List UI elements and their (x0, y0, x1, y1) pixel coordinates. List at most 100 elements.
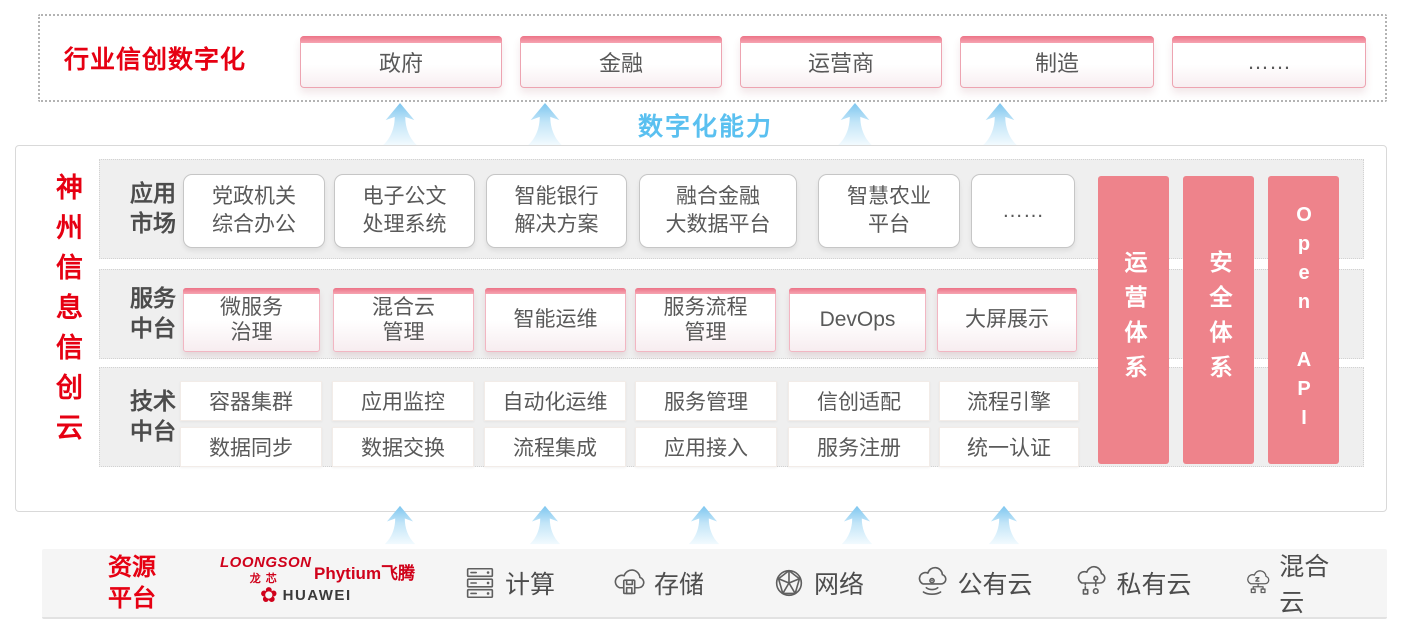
row-label-service-platform: 服务 中台 (130, 285, 176, 341)
platform-title-vertical: 神州信息信创云 (52, 173, 82, 453)
private-cloud-icon (1077, 565, 1106, 595)
compute-icon (466, 567, 494, 599)
industry-box-manufacturing: 制造 (960, 36, 1154, 88)
phytium-logo: Phytium飞腾 (314, 564, 416, 583)
box-accent (635, 288, 776, 294)
service-label: 大屏展示 (965, 308, 1049, 332)
up-arrow-icon (529, 505, 561, 545)
box-accent (740, 36, 942, 43)
app-box: 融合金融 大数据平台 (639, 174, 797, 248)
tech-box: 数据同步 (180, 427, 322, 467)
industry-label: …… (1247, 49, 1291, 74)
tech-box: 流程引擎 (939, 381, 1079, 421)
up-arrow-icon (688, 505, 720, 545)
resource-item-label: 存储 (653, 571, 705, 599)
tech-box: 应用监控 (332, 381, 474, 421)
box-accent (520, 36, 722, 43)
industry-label: 金融 (598, 51, 643, 76)
box-accent (1172, 36, 1366, 43)
service-box: DevOps (789, 288, 926, 352)
app-box: 党政机关 综合办公 (183, 174, 325, 248)
huawei-logo: ✿ HUAWEI (260, 585, 352, 606)
tech-box: 服务注册 (788, 427, 930, 467)
tech-box: 容器集群 (180, 381, 322, 421)
service-label: 服务流程 管理 (663, 295, 748, 344)
huawei-wordmark: HUAWEI (282, 587, 352, 604)
resource-item-label: 公有云 (957, 571, 1033, 599)
huawei-flower-icon: ✿ (260, 584, 278, 607)
service-box: 混合云 管理 (333, 288, 474, 352)
box-accent (789, 288, 926, 294)
row-service-platform: 服务 中台 微服务 治理 混合云 管理 智能运维 服务流程 管理 DevOps … (99, 269, 1364, 359)
resource-item-storage: 存储 (610, 549, 704, 617)
storage-icon (614, 569, 645, 595)
resource-item-label: 网络 (813, 571, 865, 599)
tech-box: 服务管理 (635, 381, 777, 421)
pillar-security-system: 安全体系 (1183, 176, 1254, 464)
industry-box-operator: 运营商 (740, 36, 942, 88)
app-box: 智慧农业 平台 (818, 174, 960, 248)
up-arrow-icon (383, 102, 417, 146)
box-accent (183, 288, 320, 294)
tech-box: 统一认证 (939, 427, 1079, 467)
row-label-tech-platform: 技术 中台 (130, 388, 176, 444)
box-accent (937, 288, 1077, 294)
tech-box: 信创适配 (788, 381, 930, 421)
public-cloud-icon (918, 566, 947, 595)
app-box: 智能银行 解决方案 (486, 174, 627, 248)
tech-box: 数据交换 (332, 427, 474, 467)
tech-box: 应用接入 (635, 427, 777, 467)
network-icon (775, 569, 803, 597)
service-label: 混合云 管理 (372, 295, 435, 344)
app-box-more: …… (971, 174, 1075, 248)
resource-item-hybrid-cloud: 混合云 (1243, 549, 1339, 617)
app-box: 电子公文 处理系统 (334, 174, 475, 248)
capability-label: 数字化能力 (638, 113, 774, 141)
industry-digitalization-panel: 行业信创数字化 政府 金融 运营商 制造 …… (38, 14, 1387, 102)
resource-platform-panel: 资源 平台 LOONGSON 龙芯 Phytium飞腾 ✿ HUAWEI 计算 … (42, 549, 1387, 619)
industry-box-government: 政府 (300, 36, 502, 88)
up-arrow-icon (983, 102, 1017, 146)
up-arrow-icon (841, 505, 873, 545)
industry-label: 制造 (1034, 51, 1079, 76)
resource-item-label: 私有云 (1116, 571, 1192, 599)
loongson-cn-label: 龙芯 (249, 573, 282, 585)
pillar-operation-system: 运营体系 (1098, 176, 1169, 464)
up-arrow-icon (528, 102, 562, 146)
resource-item-private-cloud: 私有云 (1072, 549, 1192, 617)
service-label: DevOps (819, 308, 896, 332)
box-accent (300, 36, 502, 43)
resource-item-public-cloud: 公有云 (913, 549, 1033, 617)
industry-box-finance: 金融 (520, 36, 722, 88)
resource-platform-title: 资源 平台 (108, 553, 156, 612)
service-box: 智能运维 (485, 288, 626, 352)
resource-item-compute: 计算 (461, 549, 555, 617)
industry-digitalization-title: 行业信创数字化 (64, 46, 247, 74)
cloud-platform-panel: 神州信息信创云 应用 市场 党政机关 综合办公 电子公文 处理系统 智能银行 解… (15, 145, 1387, 512)
pillar-open-api: Open API (1268, 176, 1339, 464)
up-arrow-icon (384, 505, 416, 545)
service-box: 微服务 治理 (183, 288, 320, 352)
service-box: 大屏展示 (937, 288, 1077, 352)
box-accent (485, 288, 626, 294)
industry-label: 政府 (378, 51, 423, 76)
resource-item-label: 计算 (504, 571, 556, 599)
row-label-app-market: 应用 市场 (130, 180, 176, 236)
up-arrow-icon (838, 102, 872, 146)
loongson-logo: LOONGSON 龙芯 (220, 554, 312, 586)
resource-item-label: 混合云 (1279, 553, 1330, 617)
hybrid-cloud-icon (1247, 570, 1270, 594)
service-label: 智能运维 (513, 308, 598, 332)
row-tech-platform: 技术 中台 容器集群 应用监控 自动化运维 服务管理 信创适配 流程引擎 数据同… (99, 367, 1364, 467)
service-box: 服务流程 管理 (635, 288, 776, 352)
tech-box: 自动化运维 (484, 381, 626, 421)
industry-box-more: …… (1172, 36, 1366, 88)
box-accent (333, 288, 474, 294)
up-arrow-icon (988, 505, 1020, 545)
tech-box: 流程集成 (484, 427, 626, 467)
service-label: 微服务 治理 (220, 295, 283, 344)
row-app-market: 应用 市场 党政机关 综合办公 电子公文 处理系统 智能银行 解决方案 融合金融… (99, 159, 1364, 259)
loongson-wordmark: LOONGSON (220, 554, 312, 571)
industry-label: 运营商 (807, 51, 874, 76)
box-accent (960, 36, 1154, 43)
